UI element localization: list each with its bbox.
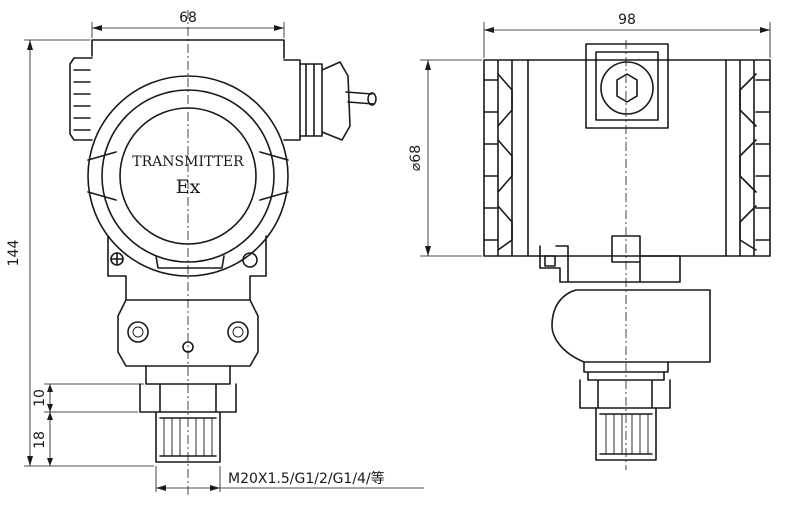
side-left-cover-steps [497,73,513,251]
dim-18: 18 [32,431,48,449]
front-housing-flats [87,151,289,201]
front-height-dim: 144 [6,240,22,267]
ex-label: Ex [176,176,201,198]
side-dimensions: 98 ⌀68 [408,12,771,257]
front-ground-screw-right [242,252,258,268]
front-sensor-bolt-left [127,321,149,343]
front-view: TRANSMITTER Ex [69,10,377,498]
front-width-dim: 68 [179,10,197,26]
side-width-dim: 98 [618,12,636,28]
front-neck-band [155,255,225,269]
front-sensor-bolt-right [227,321,249,343]
side-sensor-dome [551,289,711,363]
side-view [483,40,771,470]
side-right-cover-steps [739,73,757,251]
thread-leader-line [155,466,424,492]
thread-note: M20X1.5/G1/2/G1/4/等 [228,470,385,487]
side-width-dim-line [483,22,771,58]
side-process-nut [579,371,671,409]
front-sensor-block [117,299,259,367]
side-top-gland [585,43,669,129]
front-cable-end [367,92,377,106]
front-width-dim-line [91,22,285,38]
side-neck-tab [544,255,556,267]
front-left-ribs [69,57,93,141]
front-sub-dim-lines [44,383,144,466]
side-diameter-dim: ⌀68 [408,145,424,171]
front-housing-outer [87,75,289,277]
side-left-cover [483,59,529,257]
side-body [527,59,727,257]
front-height-dim-line [24,39,154,467]
front-dimensions: 68 144 10 18 M20X1.5/G1/2/G1/4/等 [6,10,424,492]
side-gland-nut [600,61,654,115]
front-thread-lines [163,418,213,456]
transmitter-label: TRANSMITTER [132,154,244,170]
front-ground-mark [110,252,124,266]
front-cable-gland [283,59,351,141]
side-thread-lines [605,414,649,454]
side-gland-hex [616,73,638,103]
side-right-cover [725,59,771,257]
side-neck-right [639,255,681,283]
side-diameter-dim-line [420,59,482,257]
dim-10: 10 [32,389,48,407]
